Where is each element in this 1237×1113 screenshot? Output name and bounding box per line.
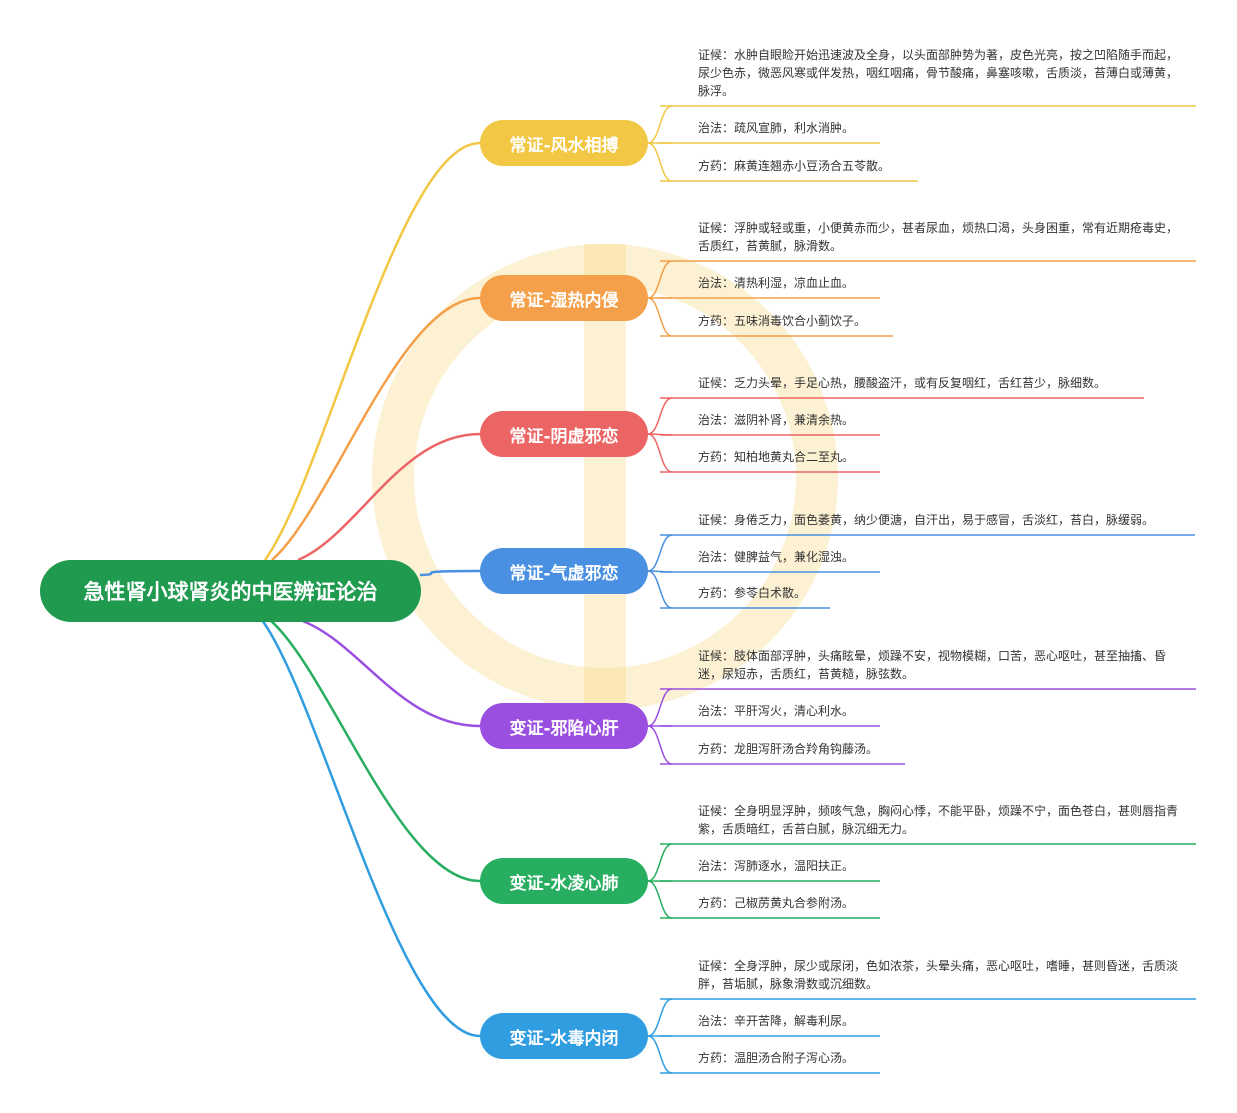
leaf-treatment: 治法：清热利湿，凉血止血。	[698, 276, 855, 290]
leaf-prescription: 方药：五味消毒饮合小蓟饮子。	[698, 314, 867, 328]
leaf-syndrome: 证候：浮肿或轻或重，小便黄赤而少，甚者尿血，烦热口渴，头身困重，常有近期疮毒史，…	[698, 221, 1179, 253]
leaf-treatment: 治法：滋阴补肾，兼清余热。	[698, 413, 855, 427]
root-connector	[260, 619, 481, 1038]
root-connector	[269, 619, 481, 883]
leaf-connector	[647, 105, 673, 144]
leaf-connector	[647, 397, 673, 435]
leaf-connector	[647, 688, 673, 727]
root-connector	[297, 432, 481, 562]
leaf-connector	[647, 843, 673, 882]
leaf-treatment: 治法：健脾益气，兼化湿浊。	[698, 550, 855, 564]
root-connector	[271, 296, 481, 561]
leaf-connector	[647, 142, 673, 182]
leaf-prescription: 方药：参苓白术散。	[698, 586, 807, 600]
leaf-syndrome: 证候：乏力头晕，手足心热，腰酸盗汗，或有反复咽红，舌红苔少，脉细数。	[698, 376, 1107, 390]
leaf-connector	[647, 534, 673, 572]
leaf-syndrome: 证候：肢体面部浮肿，头痛眩晕，烦躁不安，视物模糊，口苦，恶心呕吐，甚至抽搐、昏迷…	[698, 649, 1167, 681]
branch-node[interactable]: 常证-气虚邪恋	[480, 548, 648, 594]
leaf-connector	[647, 297, 673, 337]
leaf-syndrome: 证候：全身浮肿，尿少或尿闭，色如浓茶，头晕头痛，恶心呕吐，嗜睡，甚则昏迷，舌质淡…	[698, 959, 1179, 991]
branch-node[interactable]: 常证-风水相搏	[480, 120, 648, 166]
leaf-connector	[647, 880, 673, 919]
root-connector	[263, 141, 481, 561]
leaf-treatment: 治法：平肝泻火，清心利水。	[698, 704, 855, 718]
leaf-prescription: 方药：己椒苈黄丸合参附汤。	[698, 896, 855, 910]
root-node[interactable]: 急性肾小球肾炎的中医辨证论治	[40, 560, 421, 622]
leaf-treatment: 治法：辛开苦降，解毒利尿。	[698, 1014, 855, 1028]
leaf-syndrome: 证候：水肿自眼睑开始迅速波及全身，以头面部肿势为著，皮色光亮，按之凹陷随手而起，…	[698, 48, 1179, 98]
leaf-prescription: 方药：知柏地黄丸合二至丸。	[698, 450, 855, 464]
branch-node[interactable]: 常证-湿热内侵	[480, 275, 648, 321]
leaf-connector	[647, 998, 673, 1037]
branch-node[interactable]: 变证-水凌心肺	[480, 858, 648, 904]
branch-node[interactable]: 变证-水毒内闭	[480, 1013, 648, 1059]
leaf-syndrome: 证候：全身明显浮肿，频咳气急，胸闷心悸，不能平卧，烦躁不宁，面色苍白，甚则唇指青…	[698, 804, 1179, 836]
branch-node[interactable]: 常证-阴虚邪恋	[480, 411, 648, 457]
leaf-syndrome: 证候：身倦乏力，面色萎黄，纳少便溏，自汗出，易于感冒，舌淡红，苔白，脉缓弱。	[698, 513, 1155, 527]
branch-node[interactable]: 变证-邪陷心肝	[480, 703, 648, 749]
root-connector	[299, 618, 481, 728]
leaf-prescription: 方药：麻黄连翘赤小豆汤合五苓散。	[698, 159, 891, 173]
leaf-connector	[647, 725, 673, 765]
leaf-treatment: 治法：泻肺逐水，温阳扶正。	[698, 859, 855, 873]
leaf-connector	[647, 260, 673, 299]
leaf-prescription: 方药：温胆汤合附子泻心汤。	[698, 1051, 855, 1065]
leaf-connector	[647, 570, 673, 609]
leaf-treatment: 治法：疏风宣肺，利水消肿。	[698, 121, 855, 135]
leaf-connector	[647, 1035, 673, 1074]
leaf-prescription: 方药：龙胆泻肝汤合羚角钩藤汤。	[698, 742, 879, 756]
leaf-connector	[647, 433, 673, 473]
root-connector	[419, 569, 481, 577]
